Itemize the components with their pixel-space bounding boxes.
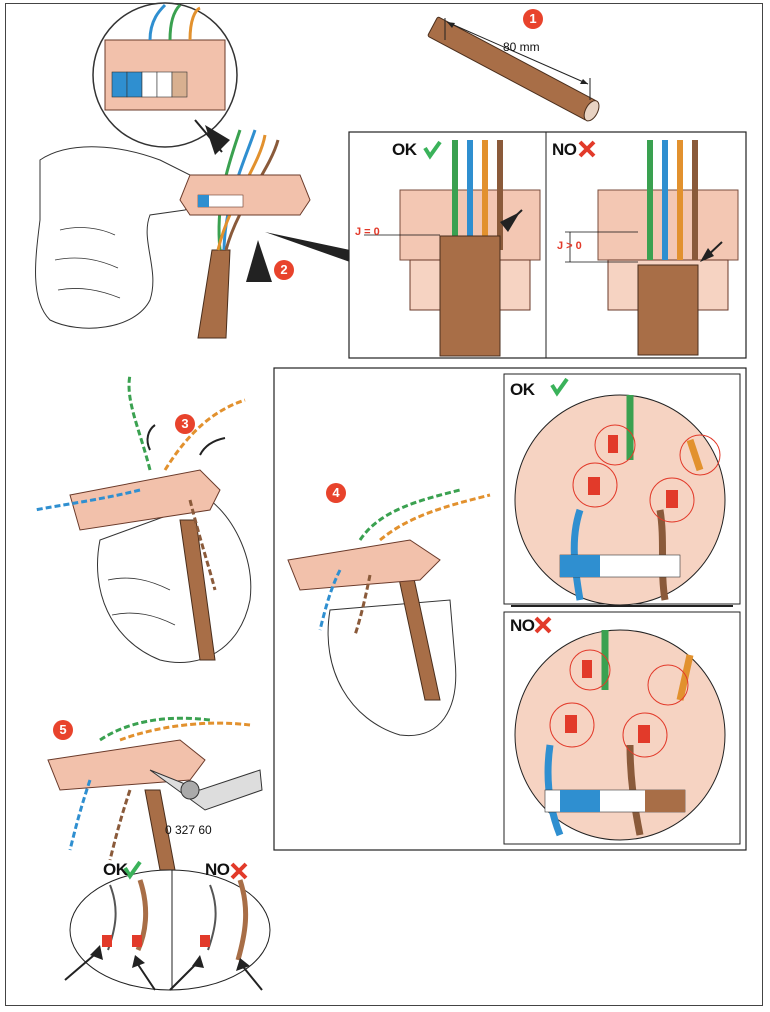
step-badge-2: 2 [274,260,294,280]
step2-ok-label: OK [392,140,417,159]
step5-trim-wires [47,716,271,991]
step2-detail-box [348,131,747,359]
step3-untwist-wires [34,374,252,663]
step5-ok-label: OK [103,860,128,879]
gap-no-label: J > 0 [557,240,582,252]
step1-cable-illustration [427,16,600,122]
step2-hand-connector [35,2,311,339]
tool-reference: 0 327 60 [165,823,212,837]
strip-length-label: 80 mm [503,40,540,54]
step4-detail-box [273,367,747,851]
zoom-pointer [265,232,350,262]
step5-no-label: NO [205,860,230,879]
step2-no-label: NO [552,140,577,159]
step4-ok-label: OK [510,380,535,399]
step-badge-3: 3 [175,414,195,434]
step4-insert-wires [287,488,491,737]
step-badge-4: 4 [326,483,346,503]
step-badge-5: 5 [53,720,73,740]
page-frame [5,3,763,1006]
step-badge-1: 1 [523,9,543,29]
gap-ok-label: J = 0 [355,226,380,238]
step4-no-label: NO [510,616,535,635]
